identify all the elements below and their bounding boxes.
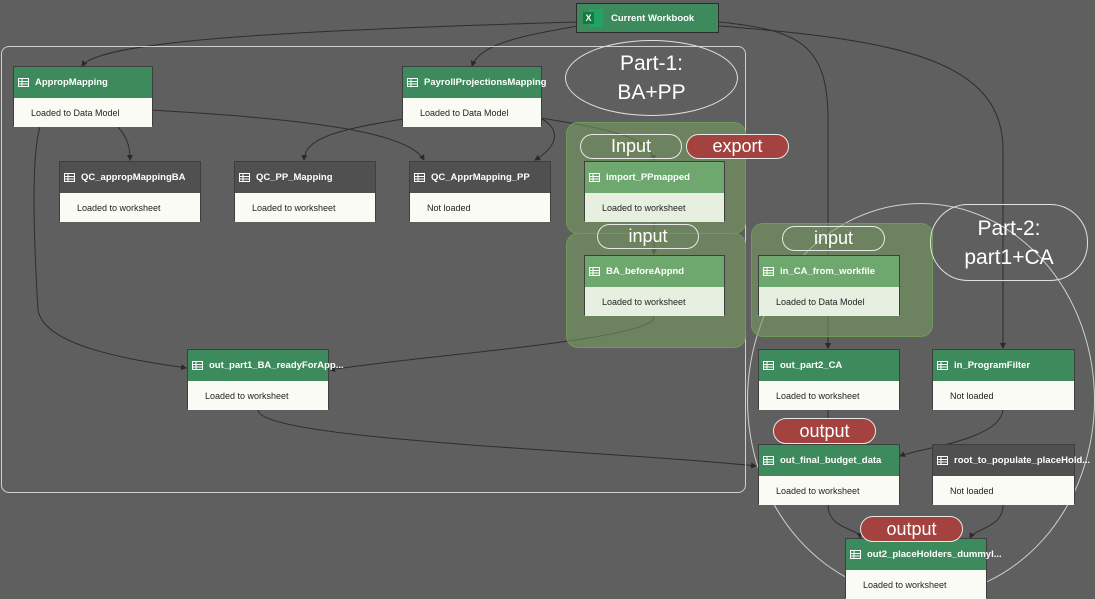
- table-icon: [763, 267, 774, 276]
- query-title: in_CA_from_workfile: [780, 266, 876, 277]
- table-icon: [414, 173, 425, 182]
- query-title: BA_beforeAppnd: [606, 266, 685, 277]
- edge: [301, 117, 411, 161]
- table-icon: [589, 267, 600, 276]
- edge: [718, 25, 1006, 349]
- edge: [33, 126, 187, 371]
- query-node-out-part1-ba[interactable]: out_part1_BA_readyForApp... Loaded to wo…: [187, 349, 344, 410]
- load-status: Loaded to worksheet: [252, 202, 336, 213]
- table-icon: [850, 550, 861, 559]
- query-title: root_to_populate_placeHold...: [954, 455, 1091, 466]
- load-status: Loaded to worksheet: [776, 390, 860, 401]
- query-node-qc-approp-mapping-ba[interactable]: QC_appropMappingBA Loaded to worksheet: [59, 161, 201, 222]
- query-node-out-final-budget-data[interactable]: out_final_budget_data Loaded to workshee…: [758, 444, 900, 505]
- query-title: in_ProgramFilter: [954, 360, 1031, 371]
- query-node-ba-before-appnd[interactable]: BA_beforeAppnd Loaded to worksheet: [584, 255, 725, 316]
- output-label-final: output: [773, 418, 876, 444]
- load-status: Loaded to worksheet: [602, 202, 686, 213]
- load-status: Loaded to worksheet: [776, 485, 860, 496]
- query-node-out-part2-ca[interactable]: out_part2_CA Loaded to worksheet: [758, 349, 900, 410]
- load-status: Loaded to worksheet: [863, 579, 947, 590]
- load-status: Loaded to Data Model: [776, 296, 865, 307]
- query-title: import_PPmapped: [606, 172, 690, 183]
- query-title: QC_ApprMapping_PP: [431, 172, 530, 183]
- current-workbook-label: Current Workbook: [611, 12, 695, 24]
- query-title: QC_PP_Mapping: [256, 172, 333, 183]
- table-icon: [589, 173, 600, 182]
- current-workbook-node[interactable]: X Current Workbook: [576, 3, 719, 33]
- edge: [257, 409, 757, 469]
- query-node-qc-appr-mapping-pp[interactable]: QC_ApprMapping_PP Not loaded: [409, 161, 551, 222]
- query-node-in-ca-from-workfile[interactable]: in_CA_from_workfile Loaded to Data Model: [758, 255, 900, 316]
- load-status: Not loaded: [427, 202, 471, 213]
- part1-title: Part-1:: [619, 52, 683, 75]
- excel-icon: X: [583, 9, 603, 27]
- query-node-in-program-filter[interactable]: in_ProgramFilter Not loaded: [932, 349, 1075, 410]
- query-title: out_part2_CA: [780, 360, 843, 371]
- part1-subtitle: BA+PP: [617, 81, 686, 104]
- query-node-out2-placeholders[interactable]: out2_placeHolders_dummyl... Loaded to wo…: [845, 538, 1002, 599]
- table-icon: [64, 173, 75, 182]
- query-node-payroll-projections-mapping[interactable]: PayrollProjectionsMapping Loaded to Data…: [402, 66, 546, 127]
- edge: [81, 21, 579, 67]
- table-icon: [763, 361, 774, 370]
- table-icon: [18, 78, 29, 87]
- query-node-root-to-populate[interactable]: root_to_populate_placeHold... Not loaded: [932, 444, 1090, 505]
- edge: [117, 126, 133, 161]
- table-icon: [937, 361, 948, 370]
- table-icon: [239, 173, 250, 182]
- query-node-import-pp-mapped[interactable]: import_PPmapped Loaded to worksheet: [584, 161, 725, 222]
- table-icon: [763, 456, 774, 465]
- load-status: Loaded to worksheet: [77, 202, 161, 213]
- input-label-ca: input: [782, 226, 885, 251]
- query-title: out2_placeHolders_dummyl...: [867, 549, 1002, 560]
- query-title: PayrollProjectionsMapping: [424, 77, 547, 88]
- query-title: out_part1_BA_readyForApp...: [209, 360, 344, 371]
- table-icon: [937, 456, 948, 465]
- load-status: Loaded to worksheet: [205, 390, 289, 401]
- query-title: QC_appropMappingBA: [81, 172, 186, 183]
- edge: [718, 21, 831, 349]
- table-icon: [407, 78, 418, 87]
- query-node-qc-pp-mapping[interactable]: QC_PP_Mapping Loaded to worksheet: [234, 161, 376, 222]
- input-label-ba: input: [597, 224, 699, 249]
- load-status: Loaded to worksheet: [602, 296, 686, 307]
- output-label-dummy: output: [860, 516, 963, 542]
- part2-subtitle: part1+CA: [964, 245, 1054, 269]
- query-title: AppropMapping: [35, 77, 108, 88]
- part2-label-bubble: Part-2: part1+CA: [930, 204, 1088, 281]
- query-title: out_final_budget_data: [780, 455, 882, 466]
- part1-label-bubble: Part-1: BA+PP: [565, 40, 738, 116]
- load-status: Not loaded: [950, 485, 994, 496]
- part2-title: Part-2:: [977, 216, 1041, 240]
- load-status: Loaded to Data Model: [31, 107, 120, 118]
- export-label: export: [686, 134, 789, 159]
- table-icon: [192, 361, 203, 370]
- load-status: Loaded to Data Model: [420, 107, 509, 118]
- load-status: Not loaded: [950, 390, 994, 401]
- query-node-approp-mapping[interactable]: AppropMapping Loaded to Data Model: [13, 66, 153, 127]
- edge: [470, 25, 579, 67]
- edge: [534, 117, 555, 161]
- input-label-import: Input: [580, 134, 682, 159]
